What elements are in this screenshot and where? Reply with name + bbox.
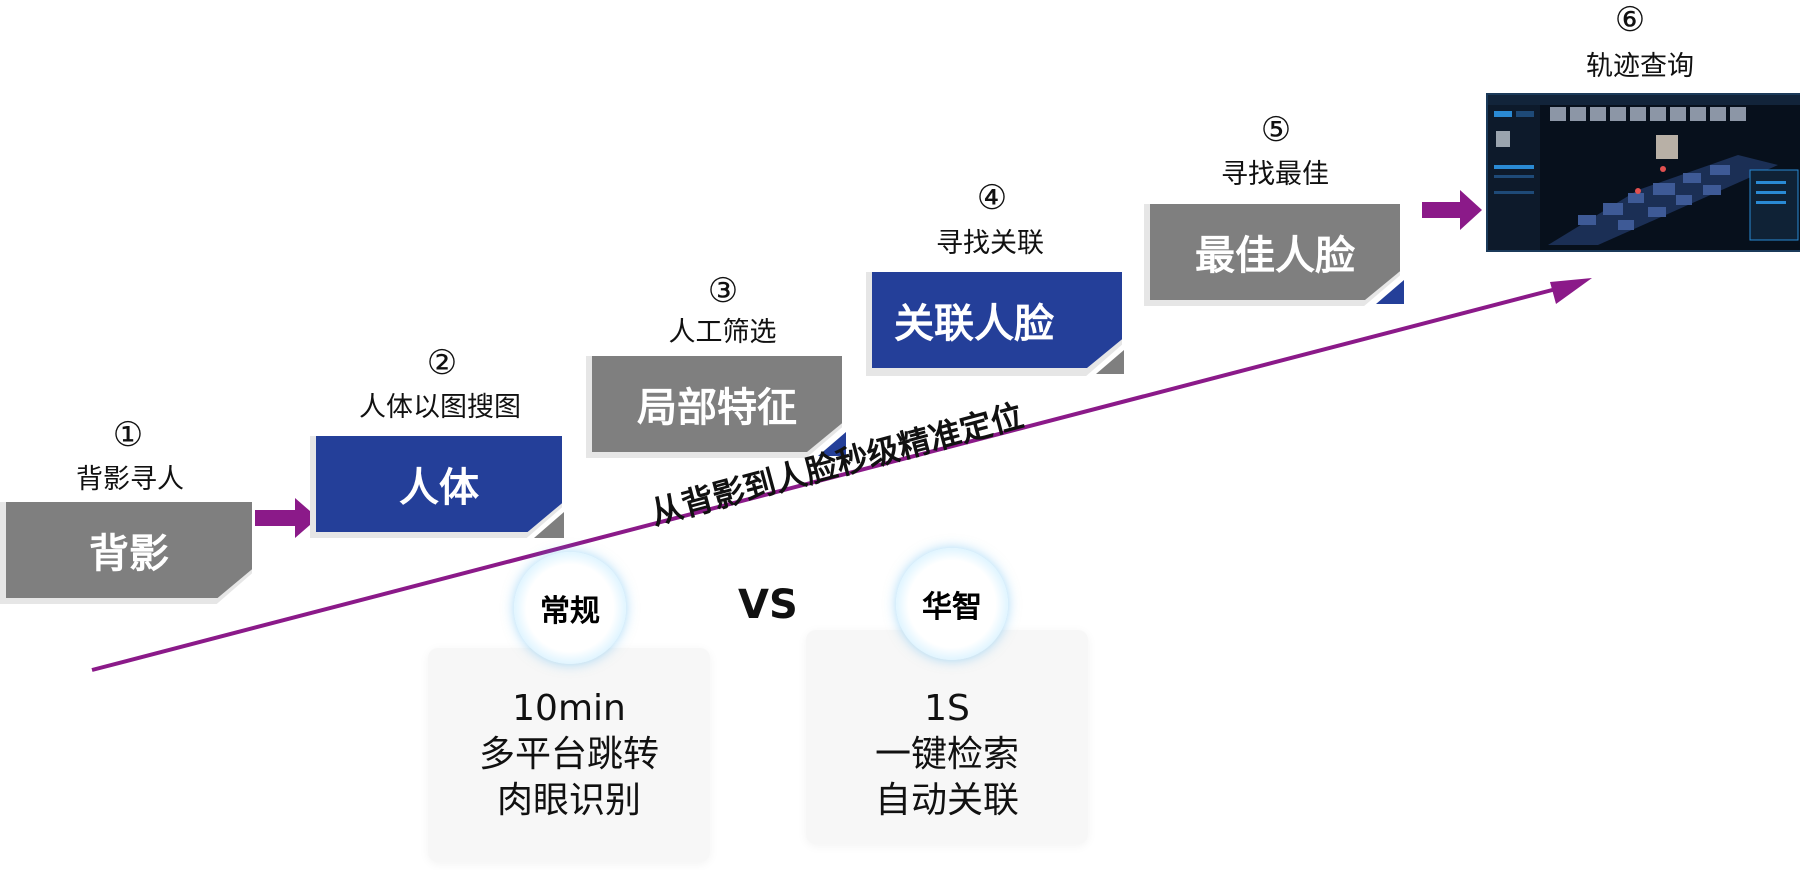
step-3-caption: 人工筛选 (668, 317, 777, 348)
step-3-number: ③ (707, 271, 739, 311)
step-4-caption: 寻找关联 (936, 228, 1044, 259)
compare-right-line-1: 1S (924, 688, 970, 729)
step-6-number: ⑥ (1614, 0, 1646, 40)
step-1-box: 背影 (6, 502, 252, 598)
step-2-box: 人体 (316, 436, 562, 532)
step-5-box: 最佳人脸 (1150, 204, 1400, 300)
compare-right-card: 1S 一键检索 自动关联 (806, 630, 1088, 844)
step-6-caption: 轨迹查询 (1586, 51, 1694, 82)
compare-left-line-3: 肉眼识别 (496, 780, 641, 821)
step-1-caption: 背影寻人 (76, 464, 184, 495)
step-5-corner (1376, 280, 1404, 304)
compare-left-line-2: 多平台跳转 (478, 734, 659, 775)
arrow-step5-to-6 (1422, 190, 1482, 230)
step-5-number: ⑤ (1260, 110, 1292, 150)
compare-left-card: 10min 多平台跳转 肉眼识别 (428, 648, 710, 862)
trajectory-screenshot (1486, 93, 1800, 252)
arrow-step1-to-2 (255, 498, 318, 538)
trend-line (91, 286, 1561, 672)
trajectory-map-image (1488, 95, 1800, 250)
step-4-corner (1096, 350, 1124, 374)
step-2-caption: 人体以图搜图 (359, 392, 521, 423)
step-5-caption: 寻找最佳 (1221, 159, 1329, 190)
compare-right-badge: 华智 (896, 548, 1008, 660)
step-3-box: 局部特征 (592, 356, 842, 452)
compare-left-badge: 常规 (514, 552, 626, 664)
compare-right-line-3: 自动关联 (874, 780, 1019, 821)
step-4-box: 关联人脸 (872, 272, 1122, 368)
compare-left-line-1: 10min (512, 688, 626, 729)
vs-label: VS (738, 582, 798, 628)
compare-right-line-2: 一键检索 (874, 734, 1019, 775)
step-3-corner (818, 432, 846, 456)
trend-arrowhead (1550, 278, 1592, 304)
step-1-number: ① (112, 415, 144, 455)
step-2-number: ② (426, 343, 458, 383)
step-2-corner (534, 512, 564, 538)
step-4-number: ④ (976, 178, 1008, 218)
